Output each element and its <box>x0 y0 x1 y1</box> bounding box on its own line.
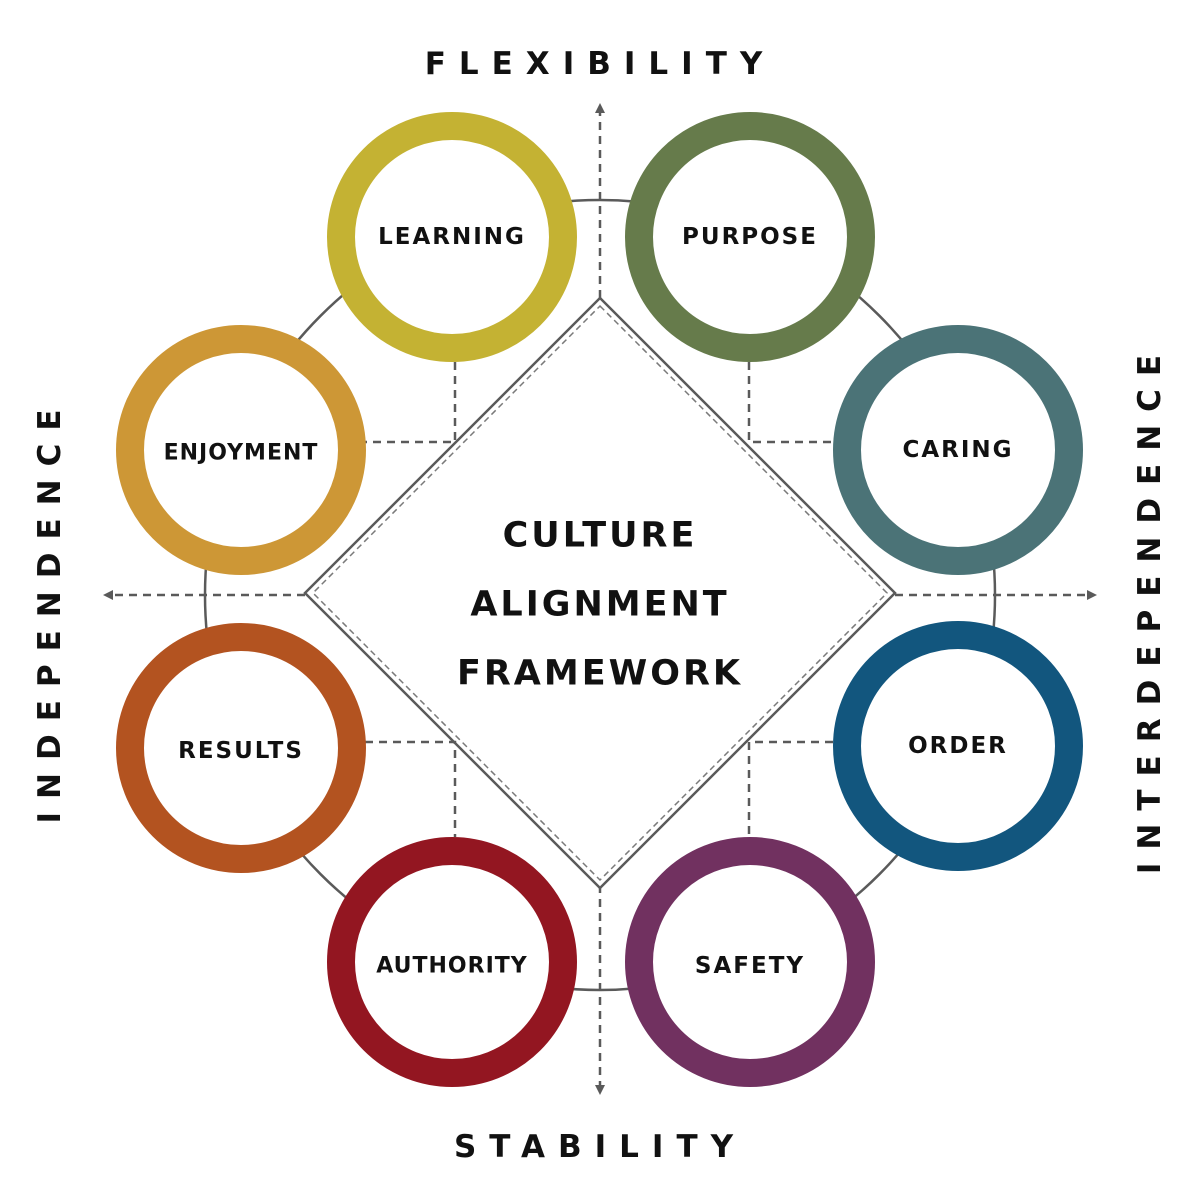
axis-label-interdependence: INTERDEPENDENCE <box>1132 341 1168 875</box>
axis-label-flexibility: FLEXIBILITY <box>424 46 776 82</box>
label-order: ORDER <box>908 733 1008 759</box>
axis-lines <box>103 103 1097 1095</box>
ring-safety[interactable] <box>625 837 875 1087</box>
style-rings <box>116 112 1083 1087</box>
label-purpose: PURPOSE <box>682 224 818 250</box>
connector-learning-enjoyment <box>365 362 457 444</box>
label-enjoyment: ENJOYMENT <box>163 440 319 466</box>
label-caring: CARING <box>902 437 1014 463</box>
label-results: RESULTS <box>178 738 304 764</box>
ring-learning[interactable] <box>327 112 577 362</box>
label-safety: SAFETY <box>694 953 806 979</box>
connector-lines <box>365 362 833 837</box>
center-diamond-dashed <box>311 304 889 882</box>
ring-authority[interactable] <box>327 837 577 1087</box>
ring-results[interactable] <box>116 623 366 873</box>
axis-label-stability: STABILITY <box>453 1129 747 1165</box>
center-title: CULTURE ALIGNMENT FRAMEWORK <box>457 502 743 709</box>
ring-enjoyment[interactable] <box>116 325 366 575</box>
ring-caring[interactable] <box>833 325 1083 575</box>
center-diamond <box>303 296 897 890</box>
connector-order-safety <box>747 740 833 837</box>
title-line-1: CULTURE <box>502 515 698 556</box>
connector-results-authority <box>365 740 457 837</box>
ring-purpose[interactable] <box>625 112 875 362</box>
axis-label-independence: INDEPENDENCE <box>32 396 68 824</box>
title-line-2: ALIGNMENT <box>470 584 730 625</box>
title-line-3: FRAMEWORK <box>456 653 744 694</box>
label-authority: AUTHORITY <box>376 953 528 979</box>
connector-purpose-caring <box>747 362 833 444</box>
ring-order[interactable] <box>833 621 1083 871</box>
label-learning: LEARNING <box>378 224 526 250</box>
